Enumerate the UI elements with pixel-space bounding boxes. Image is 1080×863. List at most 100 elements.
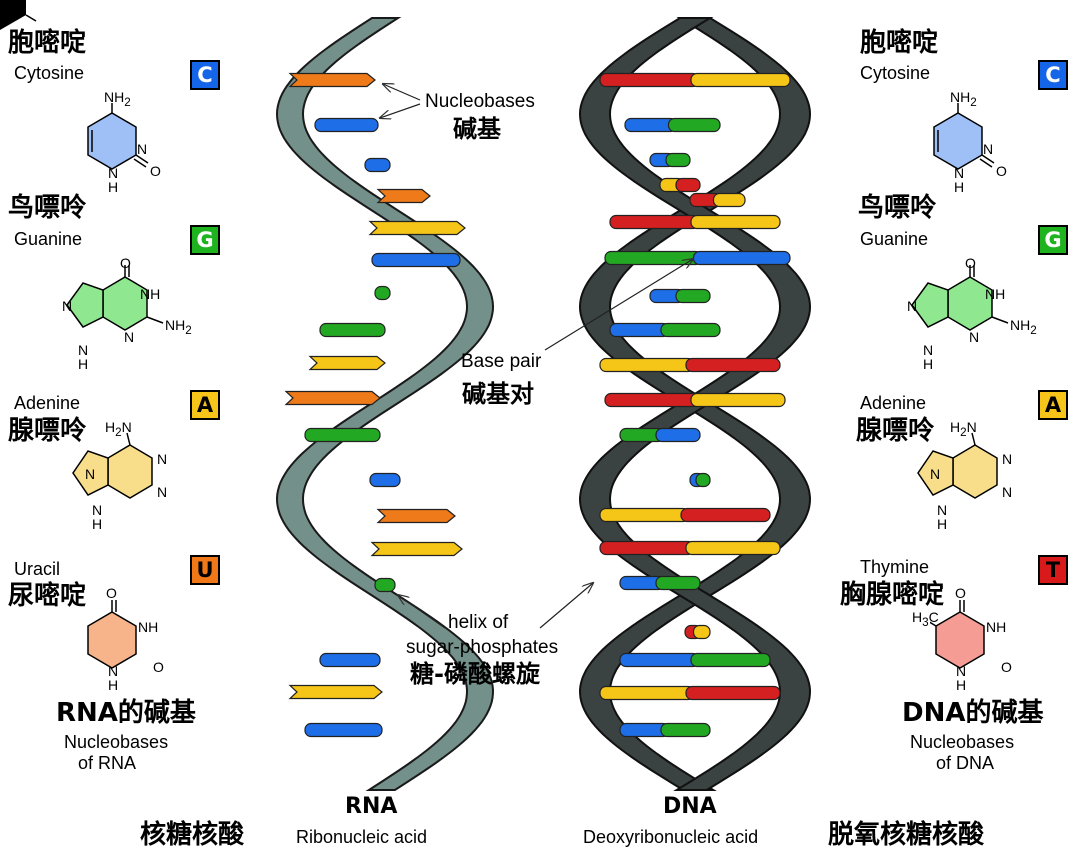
helix-callout-en2: sugar-phosphates (406, 637, 559, 658)
left-adenine-zh: 腺嘌呤 (8, 416, 87, 446)
left-adenine-n4: N (92, 502, 103, 518)
rna-base-4 (376, 188, 431, 204)
dna-pair-15-left (599, 540, 695, 556)
dna-pair-16-right (655, 575, 701, 591)
left-adenine-badge: A (190, 390, 220, 420)
rna-abbr: RNA (345, 794, 398, 819)
left-cytosine-en: Cytosine (14, 63, 85, 83)
dna-pair-12-right (655, 427, 701, 443)
left-cytosine-n2: N (108, 165, 119, 181)
nucleobase-arrow-1 (383, 84, 421, 101)
right-cytosine-h: H (954, 179, 965, 195)
right-dna-bases-en2: of DNA (936, 753, 995, 773)
dna-pair-4-right (675, 177, 701, 193)
right-adenine-molecule (917, 432, 998, 499)
left-cytosine-badge: C (190, 60, 220, 90)
left-cytosine-n: N (137, 141, 148, 157)
left-uracil-o2: O (153, 659, 164, 675)
rna-base-13 (376, 508, 456, 524)
right-guanine-zh: 鸟嘌呤 (858, 193, 937, 223)
dna-zh-name: 脱氧核糖核酸 (828, 820, 985, 850)
left-adenine-n2: N (85, 466, 96, 482)
right-guanine-o: O (965, 255, 976, 271)
dna-helix (578, 17, 812, 791)
helix-callout-zh: 糖-磷酸螺旋 (410, 660, 540, 688)
left-cytosine-h: H (108, 179, 119, 195)
dna-fullname: Deoxyribonucleic acid (583, 827, 759, 847)
basepair-callout-zh: 碱基对 (462, 380, 534, 408)
helix-arrow-dna (539, 583, 593, 629)
right-thymine-o2: O (1001, 659, 1012, 675)
right-dna-bases-en1: Nucleobases (910, 732, 1015, 752)
dna-pair-5-right (712, 192, 746, 208)
right-guanine-en: Guanine (860, 229, 929, 249)
right-adenine-badge: A (1038, 390, 1068, 420)
right-guanine-n2: N (969, 329, 980, 345)
rna-fullname: Ribonucleic acid (296, 827, 428, 847)
left-guanine-o: O (120, 255, 131, 271)
dna-pair-3-right (665, 152, 691, 168)
basepair-arrow (544, 259, 693, 351)
right-thymine-badge: T (1038, 555, 1068, 585)
left-adenine-en: Adenine (14, 393, 81, 413)
right-adenine-n4: N (937, 502, 948, 518)
left-guanine-h: H (78, 356, 89, 372)
dna-pair-2-right (667, 117, 721, 133)
rna-base-2 (314, 117, 379, 133)
right-adenine-h2n: H2N (950, 419, 977, 439)
dna-pair-9-right (660, 322, 721, 338)
dna-pair-18-left (619, 652, 700, 668)
rna-base-11 (304, 427, 381, 443)
left-adenine-h2n: H2N (105, 419, 132, 439)
left-uracil-h: H (108, 677, 119, 693)
right-dna-bases-title: DNA的碱基 (902, 698, 1044, 728)
left-adenine-h: H (92, 516, 103, 532)
dna-pair-14-left (599, 507, 690, 523)
cytosine-ring (0, 0, 26, 30)
right-cytosine-nh2: NH2 (950, 89, 977, 109)
right-cytosine-o: O (996, 163, 1007, 179)
right-cytosine-en: Cytosine (860, 63, 931, 83)
right-guanine-badge: G (1038, 225, 1068, 255)
left-adenine-n1: N (157, 451, 168, 467)
left-guanine-molecule (66, 265, 164, 331)
right-thymine-o1: O (955, 585, 966, 601)
rna-helix (275, 17, 495, 791)
left-uracil-molecule (87, 600, 137, 669)
left-rna-bases-en1: Nucleobases (64, 732, 169, 752)
right-guanine-molecule (911, 265, 1009, 331)
rna-base-14 (370, 541, 463, 557)
right-adenine-h: H (937, 516, 948, 532)
dna-pair-1-right (690, 72, 791, 88)
left-uracil-en: Uracil (14, 559, 61, 579)
dna-pair-17-right (692, 624, 711, 640)
rna-base-8 (319, 322, 386, 338)
right-adenine-n1: N (1002, 451, 1013, 467)
right-guanine-nh: NH (985, 286, 1006, 302)
rna-base-7 (374, 285, 391, 301)
rna-base-18 (304, 722, 383, 738)
rna-backbone (275, 17, 495, 791)
rna-base-10 (284, 390, 381, 406)
dna-pair-10-right (685, 357, 781, 373)
rna-base-9 (308, 355, 386, 371)
left-guanine-n2: N (124, 329, 135, 345)
rna-base-15 (374, 577, 396, 593)
dna-pair-9-left (609, 322, 670, 338)
left-cytosine-zh: 胞嘧啶 (8, 28, 87, 58)
rna-base-3 (364, 157, 391, 173)
left-rna-bases-title: RNA的碱基 (56, 698, 196, 728)
right-cytosine-n2: N (954, 165, 965, 181)
right-thymine-h3c: H3C (912, 609, 939, 629)
nucleobases-callout-en: Nucleobases (425, 91, 535, 112)
right-adenine-zh: 腺嘌呤 (856, 416, 935, 446)
left-adenine-molecule (72, 432, 153, 499)
right-cytosine-molecule (933, 103, 995, 170)
left-cytosine-nh2: NH2 (104, 89, 131, 109)
right-adenine-en: Adenine (860, 393, 927, 413)
dna-pair-1-left (599, 72, 700, 88)
right-thymine-n: N (956, 663, 967, 679)
right-guanine-n3: N (923, 342, 934, 358)
dna-pair-14-right (680, 507, 771, 523)
dna-pair-8-right (675, 288, 711, 304)
